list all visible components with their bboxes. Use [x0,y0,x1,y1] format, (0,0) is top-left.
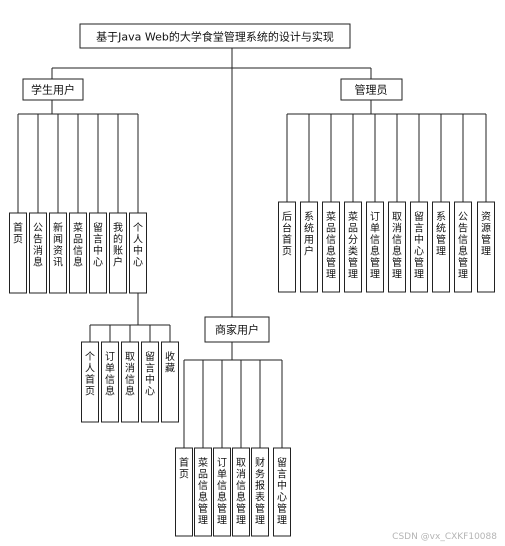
admin-function-label: 后台首页 [282,211,292,258]
merchant-function-node: 菜品信息管理 [194,447,212,537]
merchant-function-label: 财务报表管理 [255,456,265,527]
admin-role-label: 管理员 [355,83,388,97]
admin-function-node: 留言中心管理 [410,201,428,293]
student-function-node: 公告消息 [29,212,47,294]
admin-function-label: 系统用户 [304,211,314,258]
system-title: 基于Java Web的大学食堂管理系统的设计与实现 [96,30,334,44]
admin-function-label: 公告信息管理 [458,212,468,281]
student-function-node: 首页 [9,212,27,294]
personal-center-function-label: 个人首页 [85,351,95,398]
admin-function-node: 菜品信息管理 [322,201,340,293]
admin-function-label: 留言中心管理 [414,210,424,281]
admin-function-node: 系统管理 [432,201,450,293]
personal-center-function-node: 个人首页 [81,341,99,423]
student-function-label: 留言中心 [93,221,103,269]
admin-function-node: 菜品分类管理 [344,201,362,293]
personal-center-function-node: 订单信息 [101,341,119,423]
admin-function-node: 系统用户 [300,201,318,293]
admin-function-label: 取消信息管理 [392,211,402,281]
student-function-node: 个人中心 [129,212,147,294]
student-function-label: 新闻资讯 [53,221,63,269]
merchant-function-node: 取消信息管理 [232,447,250,537]
watermark: CSDN @vx_CXKF10088 [392,532,497,542]
admin-function-label: 订单信息管理 [370,211,380,281]
merchant-role-label: 商家用户 [215,323,259,337]
merchant-function-label: 订单信息管理 [217,457,227,527]
student-function-label: 个人中心 [133,222,143,269]
admin-function-node: 资源管理 [477,201,495,293]
system-title-node: 基于Java Web的大学食堂管理系统的设计与实现 [79,23,351,49]
personal-center-function-node: 收藏 [161,341,179,423]
student-function-label: 首页 [13,221,23,246]
personal-center-function-node: 留言中心 [141,341,159,423]
student-function-label: 公告消息 [33,223,43,269]
admin-function-label: 菜品信息管理 [326,211,336,281]
admin-function-label: 菜品分类管理 [348,211,358,281]
admin-function-nodes: 后台首页 系统用户 菜品信息管理 菜品分类管理 订单信息管理 取消信息管理 留言中心管理 系统… [278,201,495,293]
connectors [17,48,487,448]
personal-center-function-label: 订单信息 [105,351,115,398]
student-role-label: 学生用户 [31,83,75,97]
admin-function-label: 系统管理 [436,211,446,258]
admin-role-node: 管理员 [340,78,403,101]
personal-center-function-node: 取消信息 [121,341,139,423]
admin-function-node: 公告信息管理 [454,201,472,293]
personal-center-function-label: 收藏 [165,350,175,375]
merchant-function-label: 首页 [179,456,189,481]
student-function-label: 菜品信息 [73,222,83,269]
personal-center-function-label: 留言中心 [145,350,155,398]
student-role-node: 学生用户 [22,78,84,101]
merchant-function-label: 菜品信息管理 [198,457,208,527]
merchant-function-node: 订单信息管理 [213,447,231,537]
student-function-node: 我的账户 [109,212,127,294]
merchant-function-node: 首页 [175,447,193,537]
merchant-role-node: 商家用户 [204,316,270,343]
personal-center-function-label: 取消信息 [125,351,135,398]
admin-function-label: 资源管理 [481,211,491,258]
merchant-function-node: 财务报表管理 [251,447,269,537]
student-function-label: 我的账户 [113,222,123,269]
merchant-function-label: 留言中心管理 [277,456,287,527]
merchant-function-node: 留言中心管理 [273,447,291,537]
student-function-node: 留言中心 [89,212,107,294]
admin-function-node: 订单信息管理 [366,201,384,293]
admin-function-node: 后台首页 [278,201,296,293]
student-function-node: 菜品信息 [69,212,87,294]
merchant-function-label: 取消信息管理 [236,457,246,527]
student-function-node: 新闻资讯 [49,212,67,294]
admin-function-node: 取消信息管理 [388,201,406,293]
